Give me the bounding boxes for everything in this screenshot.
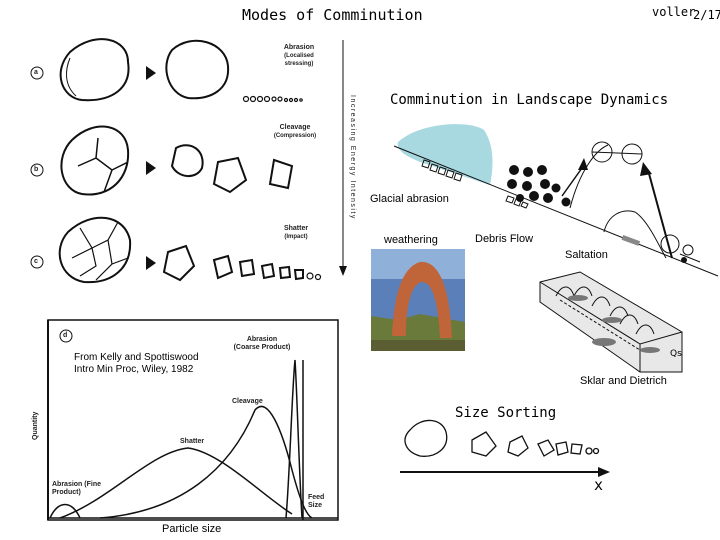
row-b-fragment-3 [268, 158, 294, 190]
row-c-arrow [146, 256, 156, 270]
mode-shatter-name: Shatter [283, 225, 309, 232]
row-label-d: d [63, 332, 68, 339]
row-label-c: c [34, 258, 38, 265]
plot-label-abrasion-fine: Abrasion (Fine Product) [52, 481, 102, 496]
saltation-arc-2 [603, 210, 667, 259]
mode-abrasion-label: Abrasion (Localised stressing) [276, 44, 322, 68]
abrasion-fine-curve [49, 503, 81, 519]
credit-kelly-line1: From Kelly and Spottiswood [74, 352, 199, 363]
abrasion-coarse-curve [285, 359, 303, 519]
sklar-dietrich-credit: Sklar and Dietrich [580, 375, 667, 387]
plot-label-cleavage: Cleavage [232, 398, 263, 405]
flow-symbol: Qs [670, 349, 682, 359]
saltation-arc-1 [569, 144, 609, 209]
sorting-axis-arrowhead [598, 467, 610, 477]
mode-abrasion-name: Abrasion [283, 44, 315, 51]
row-a-arrow [146, 66, 156, 80]
mode-shatter-sub: (Impact) [284, 234, 308, 240]
energy-axis-arrowhead [339, 266, 347, 276]
row-a-original-particle [59, 38, 130, 102]
mode-cleavage-name: Cleavage [279, 124, 311, 131]
author-label: voller [652, 5, 696, 19]
row-b-fragment-1 [170, 144, 204, 177]
mode-cleavage-sub: (Compression) [273, 133, 317, 139]
mode-abrasion-sub: (Localised stressing) [284, 53, 314, 67]
arch-rock [392, 261, 452, 338]
cleavage-curve [99, 405, 313, 519]
plot-label-shatter: Shatter [180, 438, 205, 445]
glacial-abrasion-label: Glacial abrasion [370, 193, 449, 205]
size-sorting-title: Size Sorting [455, 405, 557, 421]
row-a-product-particle [165, 39, 230, 100]
row-label-b: b [34, 166, 39, 173]
saltation-arrow-up [561, 167, 583, 197]
row-b-fragment-2 [212, 156, 248, 194]
landscape-title: Comminution in Landscape Dynamics [390, 92, 669, 108]
debris-flow-label: Debris Flow [475, 233, 534, 245]
row-b-original-particle [60, 125, 130, 196]
weathering-photo [371, 249, 465, 351]
debris-flow-particles [507, 165, 571, 207]
plot-xlabel: Particle size [162, 523, 222, 535]
credit-kelly-line2: Intro Min Proc, Wiley, 1982 [74, 364, 194, 375]
shatter-curve [59, 447, 293, 519]
glacier-ice [397, 124, 493, 185]
weathering-label: weathering [384, 234, 438, 246]
saltation-arrow-long [647, 169, 673, 259]
plot-label-abrasion-coarse: Abrasion (Coarse Product) [233, 336, 291, 351]
row-label-a: a [34, 69, 38, 76]
plot-label-feed-size: Feed Size [308, 494, 325, 509]
row-b-arrow [146, 161, 156, 175]
saltation-label: Saltation [565, 249, 608, 261]
size-sorting-particles [404, 419, 600, 457]
row-c-original-particle [58, 216, 132, 284]
mode-cleavage-label: Cleavage (Compression) [266, 124, 324, 140]
sorting-axis-label: x [594, 476, 604, 494]
page-number: 2/17 [693, 8, 720, 22]
slide-title: Modes of Comminution [242, 6, 423, 24]
mode-shatter-label: Shatter (Impact) [272, 225, 320, 241]
row-c-fragment-1 [162, 244, 196, 282]
